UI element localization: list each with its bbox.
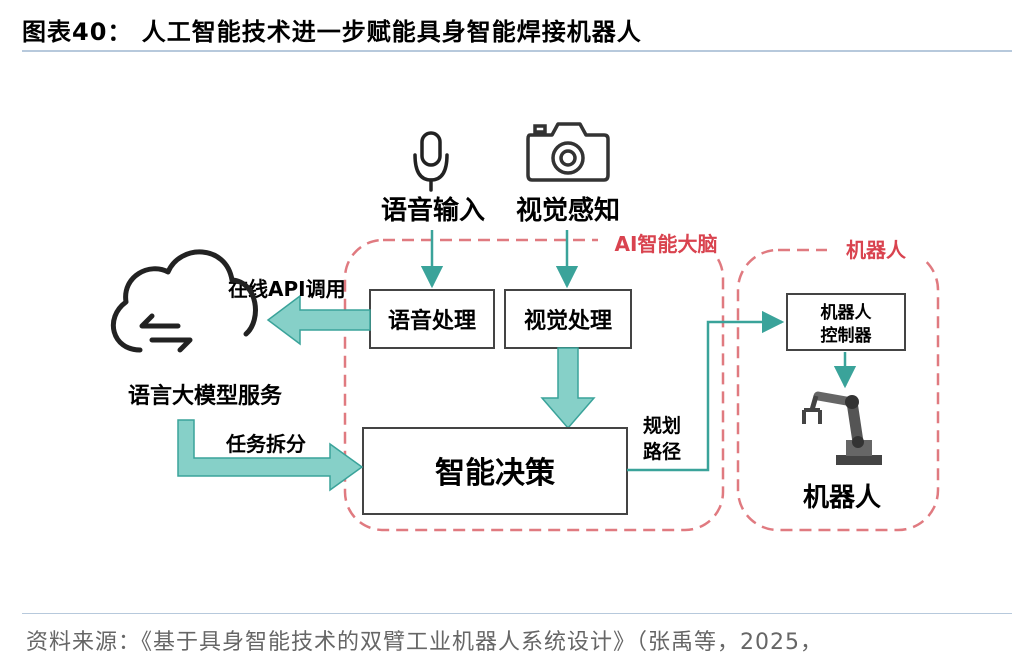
- vision-input-label: 视觉感知: [516, 196, 620, 226]
- vision-processing-label: 视觉处理: [524, 308, 612, 334]
- robot-region-label: 机器人: [846, 238, 907, 262]
- task-split-label: 任务拆分: [225, 432, 306, 456]
- path-plan-label-line1: 规划: [643, 414, 681, 437]
- cloud-sync-icon: [110, 249, 258, 353]
- decision-label: 智能决策: [435, 456, 555, 491]
- robot-arm-icon: [802, 391, 882, 465]
- voice-processing-box: [369, 289, 495, 349]
- ai-brain-region: [343, 238, 725, 532]
- figure-title: 图表40： 人工智能技术进一步赋能具身智能焊接机器人: [22, 18, 642, 46]
- ai-brain-label: AI智能大脑: [615, 232, 718, 256]
- voice-processing-label: 语音处理: [388, 308, 476, 334]
- controller-label-line2: 控制器: [821, 325, 873, 346]
- controller-label-line1: 机器人: [821, 302, 873, 323]
- voice-input-label: 语音输入: [381, 195, 485, 226]
- title-divider: [22, 50, 1012, 52]
- source-note: 资料来源：《基于具身智能技术的双臂工业机器人系统设计》（张禹等，2025，: [26, 630, 823, 655]
- camera-icon: [526, 122, 610, 182]
- decision-box: [362, 427, 628, 515]
- source-divider: [22, 613, 1012, 614]
- path-plan-label-line2: 路径: [643, 440, 681, 463]
- vision-to-decision-arrow: [540, 347, 596, 430]
- path-planning-arrow: [627, 310, 785, 472]
- online-api-arrow: [266, 294, 371, 346]
- robot-controller-box: [786, 293, 906, 351]
- vision-processing-box: [504, 289, 632, 349]
- microphone-icon: [413, 131, 449, 192]
- task-split-arrow: [177, 419, 364, 492]
- llm-service-label: 语言大模型服务: [128, 383, 283, 409]
- robot-caption: 机器人: [803, 483, 881, 513]
